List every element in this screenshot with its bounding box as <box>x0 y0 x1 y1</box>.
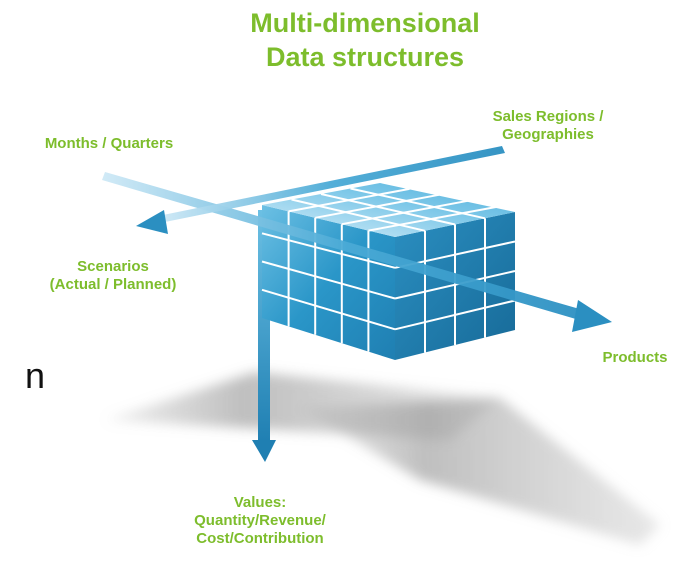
scenarios-label: Scenarios (Actual / Planned) <box>28 258 198 294</box>
cube-side-face <box>394 212 516 360</box>
diagram-title: Multi-dimensional Data structures <box>180 6 550 74</box>
title-line-1: Multi-dimensional <box>250 8 480 38</box>
sales-regions-line-2: Geographies <box>502 126 594 143</box>
scenarios-line-1: Scenarios <box>77 258 149 275</box>
scenarios-axis-arrow <box>136 146 505 234</box>
months-quarters-label: Months / Quarters <box>24 135 194 153</box>
cube-front-face <box>261 205 396 360</box>
months-quarters-text: Months / Quarters <box>44 135 174 152</box>
products-text: Products <box>602 349 668 366</box>
cube-shadow <box>105 372 660 545</box>
sales-regions-label: Sales Regions / Geographies <box>478 108 618 144</box>
sales-regions-line-1: Sales Regions / <box>492 108 604 125</box>
title-line-2: Data structures <box>265 42 465 72</box>
cube-top-face <box>262 183 515 237</box>
products-label: Products <box>585 349 685 367</box>
scenarios-line-2: (Actual / Planned) <box>49 276 177 293</box>
stray-letter: n <box>25 355 46 396</box>
values-line-1: Values: <box>233 494 287 511</box>
values-label: Values: Quantity/Revenue/ Cost/Contribut… <box>165 494 355 548</box>
values-line-3: Cost/Contribution <box>196 530 324 547</box>
values-line-2: Quantity/Revenue/ <box>194 512 326 529</box>
